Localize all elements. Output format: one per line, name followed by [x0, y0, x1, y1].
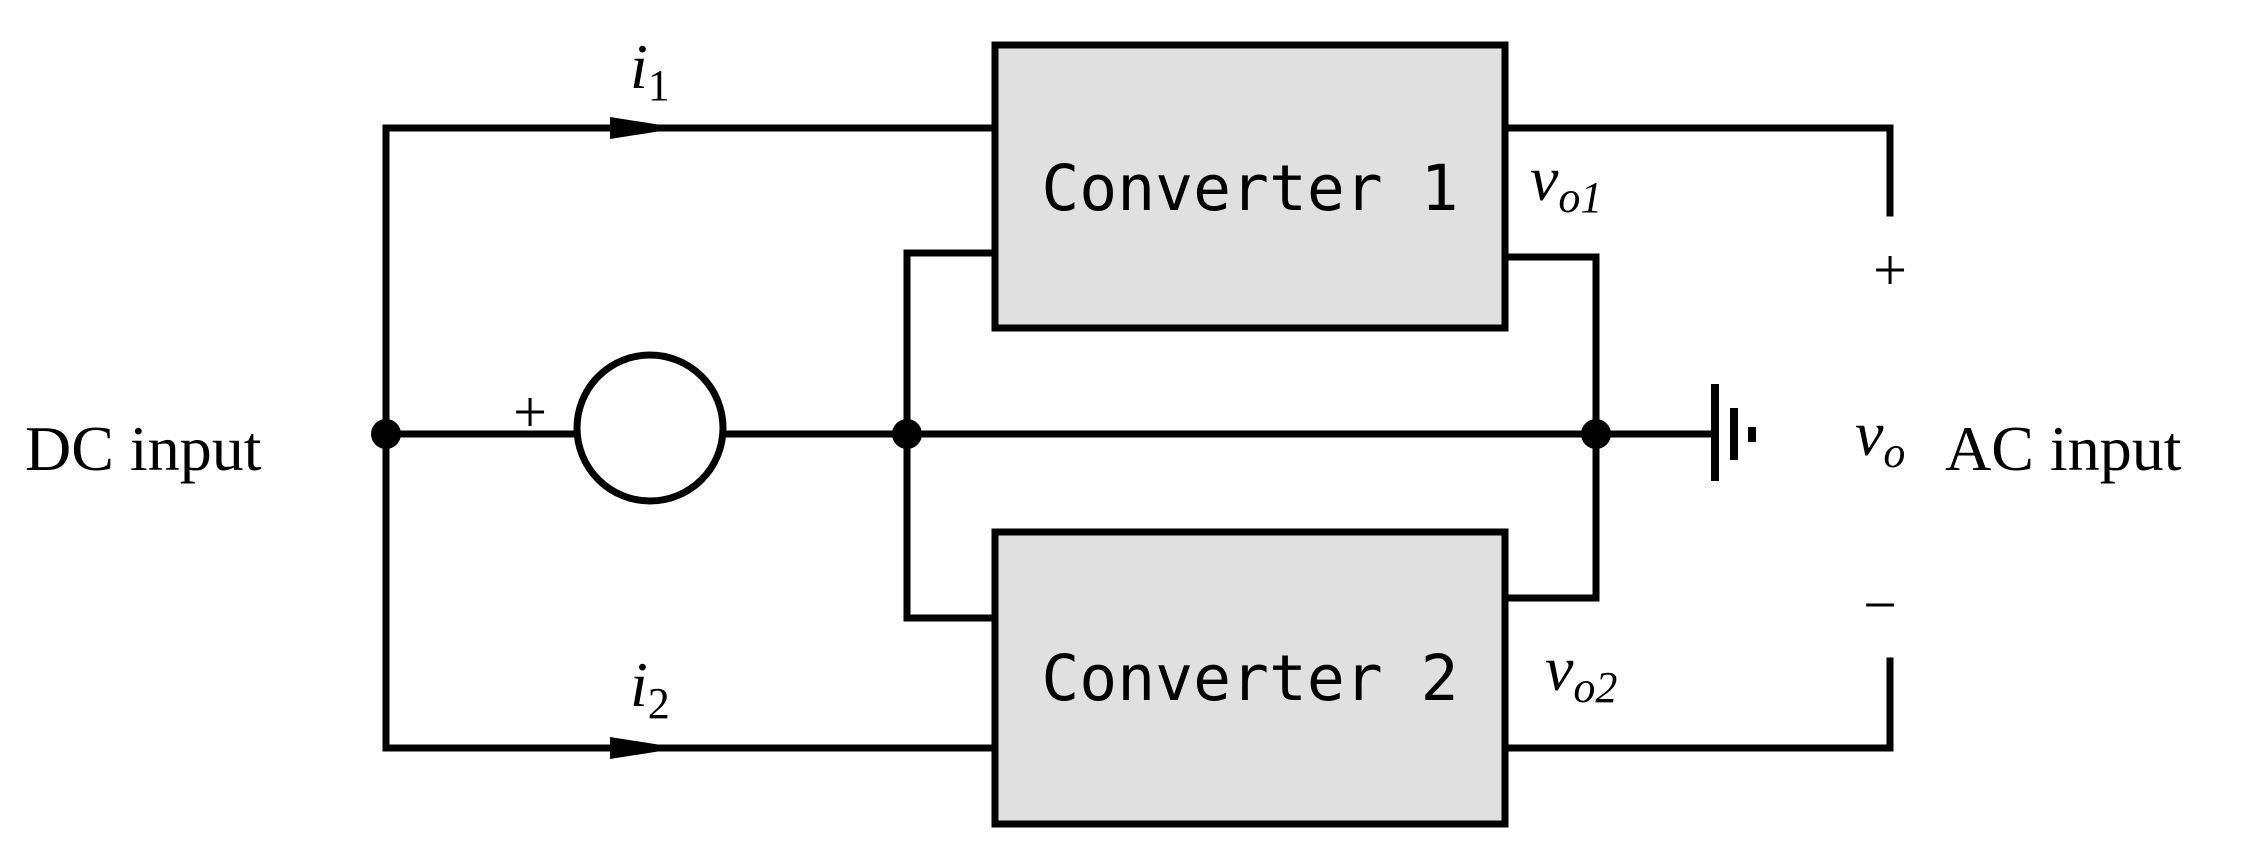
voltage-vo1-label: vo1: [1530, 143, 1602, 222]
current-arrow-i2: [610, 737, 680, 759]
junction-dot-right: [1581, 419, 1611, 449]
bottom-rail: [382, 737, 999, 759]
current-arrow-i1: [610, 117, 680, 139]
voltage-vo2-label: vo2: [1545, 633, 1617, 712]
converter-2-label: Converter 2: [1041, 642, 1458, 715]
source-plus-sign: +: [513, 379, 547, 445]
dc-input-label: DC input: [25, 413, 262, 484]
converter-1-label: Converter 1: [1041, 152, 1458, 225]
converter-2-box: [991, 528, 1509, 828]
ground-icon: [1711, 384, 1756, 481]
current-i2-label: i2: [630, 649, 670, 728]
current-i1-label: i1: [630, 31, 670, 110]
ac-input-label: AC input: [1945, 413, 2182, 484]
output-positive-wire: [1501, 124, 1894, 217]
converter-output-loop: [1501, 253, 1600, 602]
junction-dot-middle: [892, 419, 922, 449]
output-minus-sign: −: [1863, 572, 1897, 638]
output-plus-sign: +: [1873, 237, 1907, 303]
junction-dot-left: [371, 419, 401, 449]
voltage-source-icon: [573, 351, 727, 505]
output-voltage-vo-label: vo: [1855, 398, 1905, 477]
output-negative-wire: [1501, 657, 1894, 752]
converter-1-box: [991, 41, 1509, 332]
